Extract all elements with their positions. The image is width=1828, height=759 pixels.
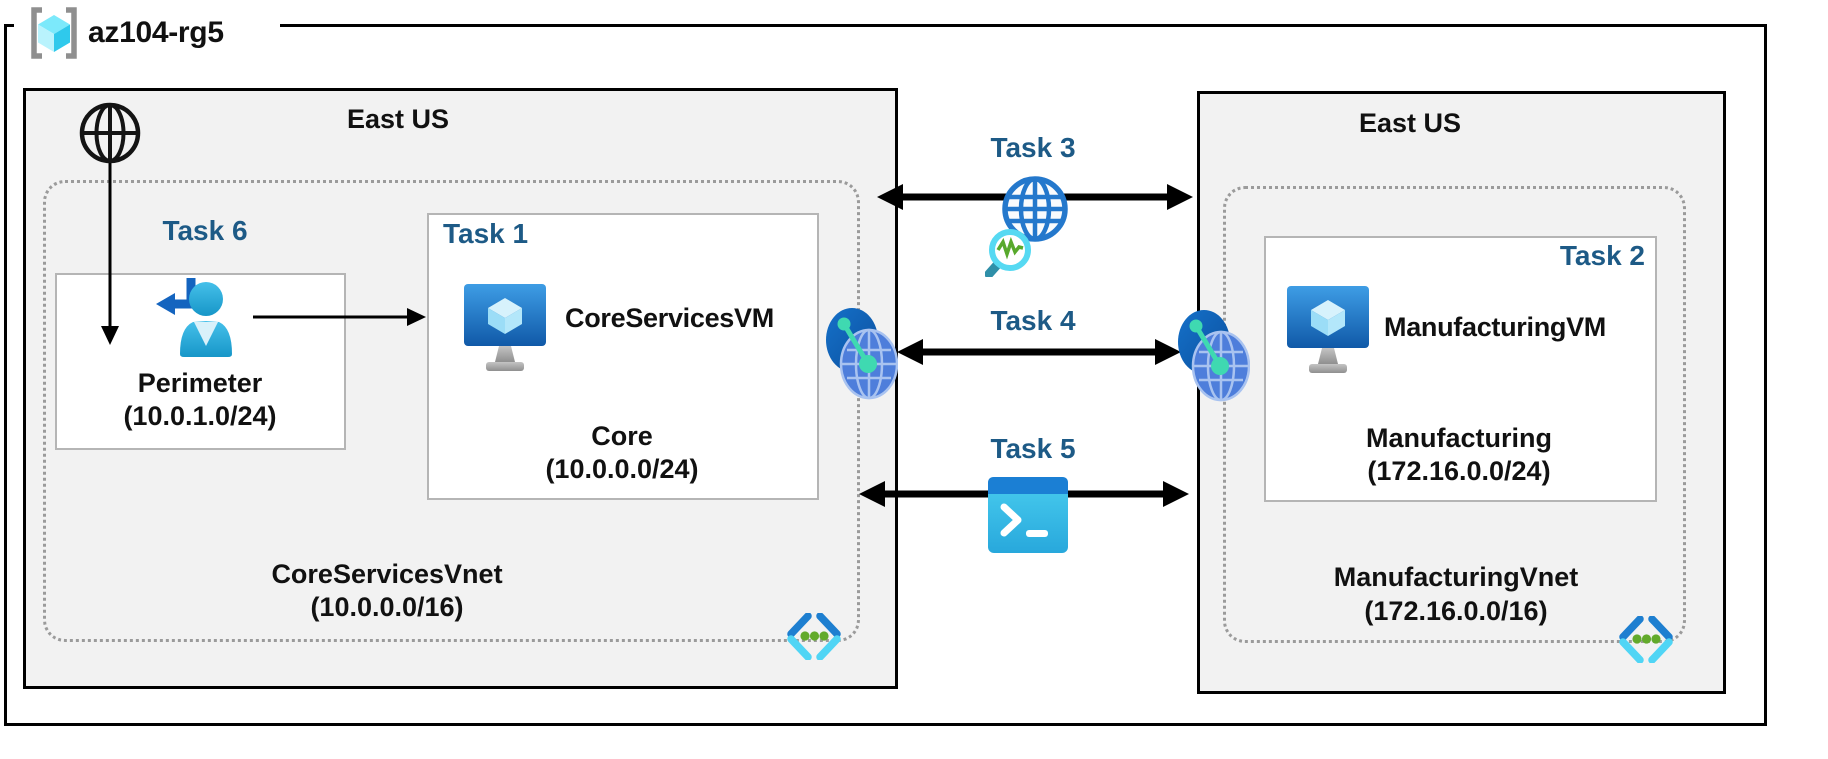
vnet-boundary-manufacturing — [1223, 186, 1686, 643]
coreservices-vnet-name: CoreServicesVnet — [271, 559, 503, 589]
internet-globe-icon — [78, 101, 142, 165]
task4-label: Task 4 — [990, 305, 1076, 336]
coreservices-vnet-cidr: (10.0.0.0/16) — [310, 592, 464, 622]
virtual-network-icon — [786, 613, 842, 660]
manufacturing-subnet-name: Manufacturing — [1366, 423, 1552, 453]
vnet-boundary-coreservices — [43, 180, 860, 642]
core-subnet-name: Core — [591, 421, 653, 451]
manufacturing-vm-name: ManufacturingVM — [1384, 312, 1606, 342]
core-subnet-box — [427, 213, 819, 500]
vnet-peering-icon — [1178, 308, 1250, 402]
region-title-left: East US — [346, 104, 450, 134]
manufacturing-subnet-cidr: (172.16.0.0/24) — [1367, 456, 1551, 486]
resource-group-icon — [26, 4, 82, 62]
resource-group-border — [4, 24, 1767, 726]
virtual-machine-icon — [463, 283, 547, 379]
region-title-right: East US — [1358, 108, 1462, 138]
network-watcher-icon — [985, 173, 1073, 277]
coreservices-vm-name: CoreServicesVM — [565, 303, 774, 333]
manufacturing-vnet-name: ManufacturingVnet — [1333, 562, 1579, 592]
perimeter-subnet-name: Perimeter — [137, 368, 263, 398]
core-subnet-cidr: (10.0.0.0/24) — [545, 454, 699, 484]
cloud-shell-icon — [988, 477, 1068, 553]
manufacturing-vnet-cidr: (172.16.0.0/16) — [1364, 596, 1548, 626]
task3-label: Task 3 — [990, 132, 1076, 163]
virtual-network-icon — [1618, 616, 1674, 663]
resource-group-name: az104-rg5 — [88, 16, 224, 49]
vnet-peering-icon — [826, 306, 898, 400]
virtual-machine-icon — [1286, 285, 1370, 381]
task5-label: Task 5 — [990, 433, 1076, 464]
task6-label: Task 6 — [162, 215, 248, 246]
guest-user-icon — [148, 274, 236, 358]
task1-label: Task 1 — [443, 218, 529, 249]
task2-label: Task 2 — [1559, 240, 1645, 271]
perimeter-subnet-cidr: (10.0.1.0/24) — [123, 401, 277, 431]
